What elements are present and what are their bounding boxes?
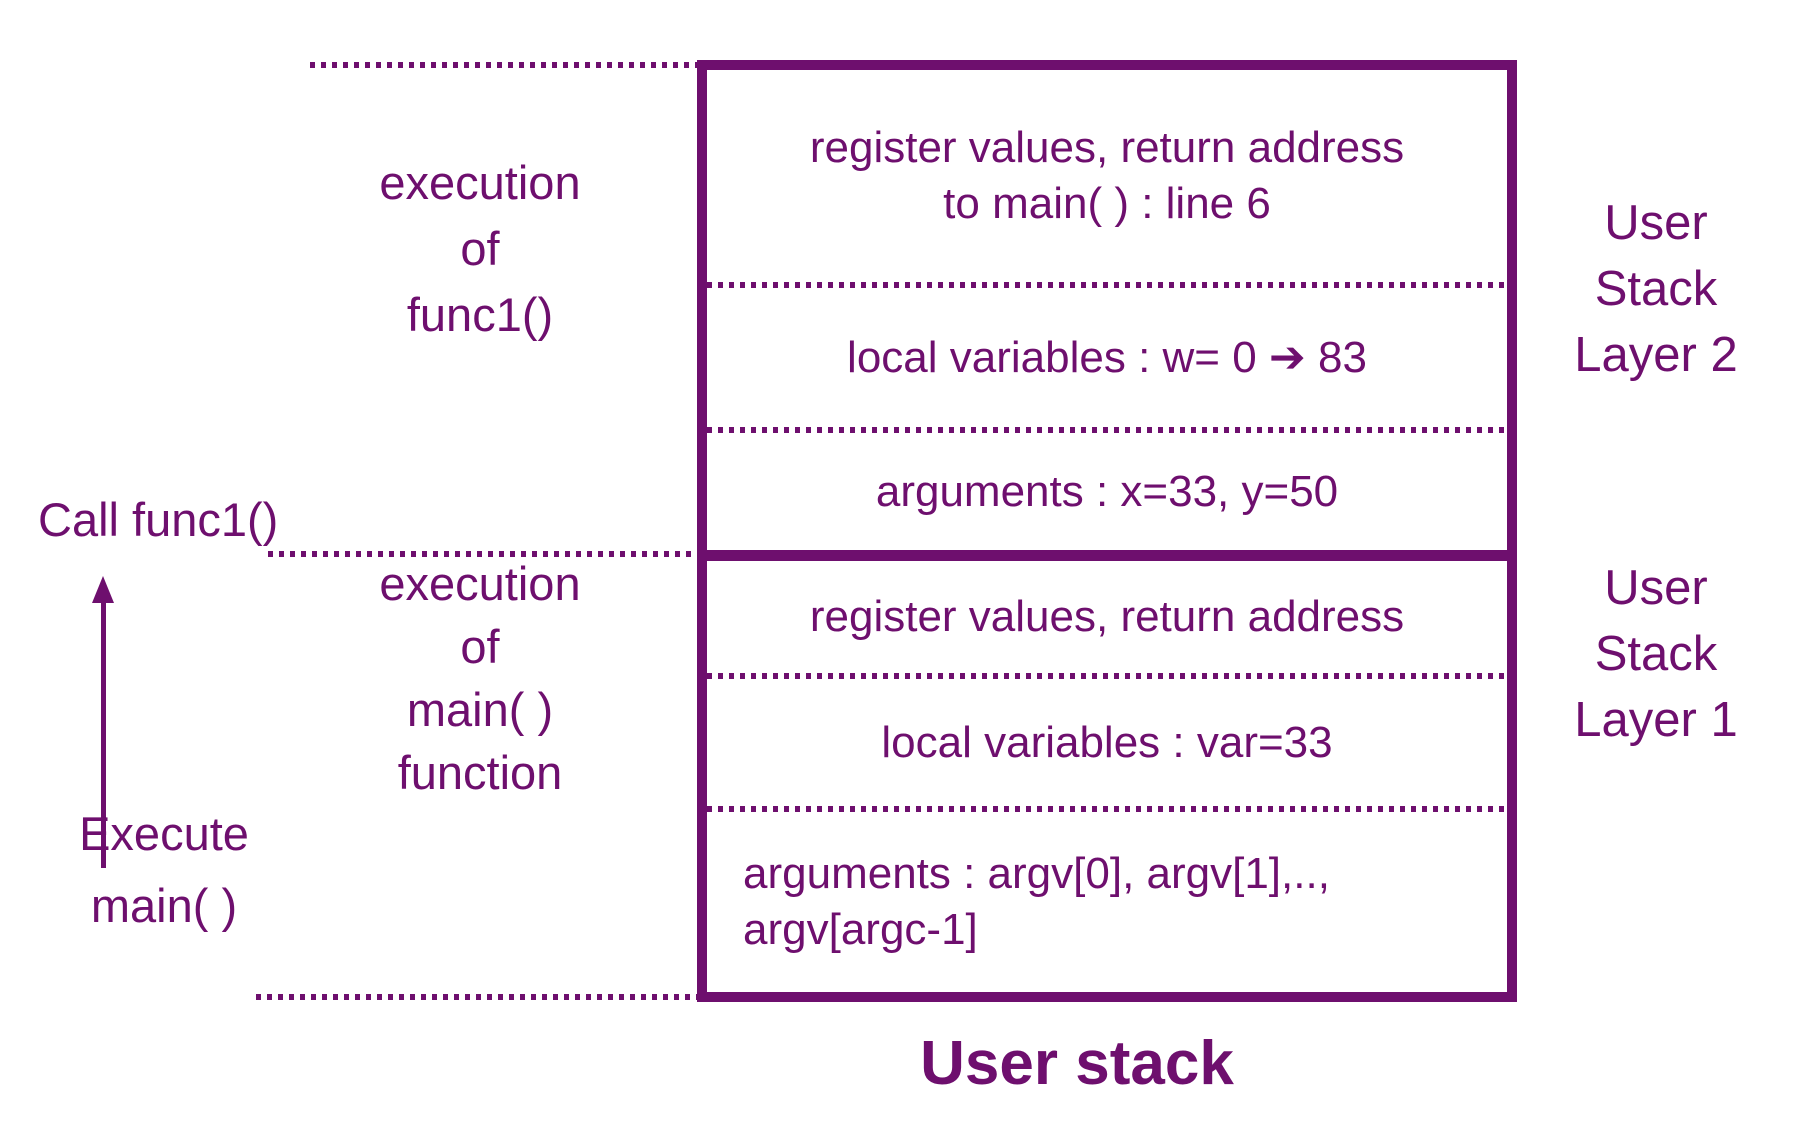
label-execution-of-func1: execution of func1(): [290, 150, 670, 348]
row-text: local variables : w= 0 ➔ 83: [847, 332, 1367, 382]
row-text: register values, return address: [809, 592, 1405, 641]
frame-row-arguments-main: arguments : argv[0], argv[1],.., argv[ar…: [707, 812, 1507, 992]
dotted-divider: [707, 673, 1507, 679]
label-line: User: [1604, 196, 1708, 250]
label-execution-of-main: execution of main( ) function: [290, 552, 670, 804]
label-line: execution: [379, 557, 581, 610]
label-user-stack-layer-2: User Stack Layer 2: [1538, 190, 1774, 388]
user-stack-box: register values, return address to main(…: [697, 60, 1517, 1002]
label-line: Stack: [1594, 627, 1718, 681]
label-line: Stack: [1594, 262, 1718, 316]
frame-row-register-values-func1: register values, return address to main(…: [707, 70, 1507, 282]
up-arrow-shaft: [101, 600, 106, 868]
label-line: Execute: [79, 807, 249, 860]
label-user-stack-layer-1: User Stack Layer 1: [1538, 555, 1774, 753]
frame-row-local-variables-func1: local variables : w= 0 ➔ 83: [707, 288, 1507, 427]
label-call-func1: Call func1(): [38, 493, 279, 546]
row-text: argv[argc-1]: [743, 905, 978, 954]
label-line: execution: [379, 156, 581, 209]
label-line: Layer 1: [1574, 693, 1738, 747]
label-execute-main: Execute main( ): [44, 798, 284, 942]
up-arrow-icon: [92, 576, 114, 603]
label-line: User: [1604, 561, 1708, 615]
dotted-divider: [707, 806, 1507, 812]
label-line: main( ): [90, 879, 238, 932]
dotted-connector-call-func1: [268, 551, 702, 557]
diagram-title: User stack: [920, 1029, 1234, 1098]
dotted-connector-stack-top: [310, 62, 702, 68]
row-text: to main( ) : line 6: [943, 179, 1271, 228]
row-text: arguments : x=33, y=50: [875, 466, 1339, 516]
frame-row-local-variables-main: local variables : var=33: [707, 679, 1507, 806]
dotted-divider: [707, 282, 1507, 288]
dotted-connector-execute-main: [256, 994, 702, 1000]
label-line: func1(): [406, 288, 554, 341]
row-text: local variables : var=33: [881, 717, 1333, 767]
label-line: of: [460, 222, 500, 275]
dotted-divider: [707, 427, 1507, 433]
label-line: of: [460, 620, 500, 673]
frame-row-register-values-main: register values, return address: [707, 561, 1507, 673]
frame-row-arguments-func1: arguments : x=33, y=50: [707, 433, 1507, 550]
label-line: function: [397, 746, 563, 799]
row-text: arguments : argv[0], argv[1],..,: [743, 849, 1330, 898]
label-line: main( ): [406, 683, 554, 736]
frame-boundary-divider: [707, 550, 1507, 561]
row-text: register values, return address: [809, 123, 1405, 172]
label-line: Layer 2: [1574, 328, 1738, 382]
